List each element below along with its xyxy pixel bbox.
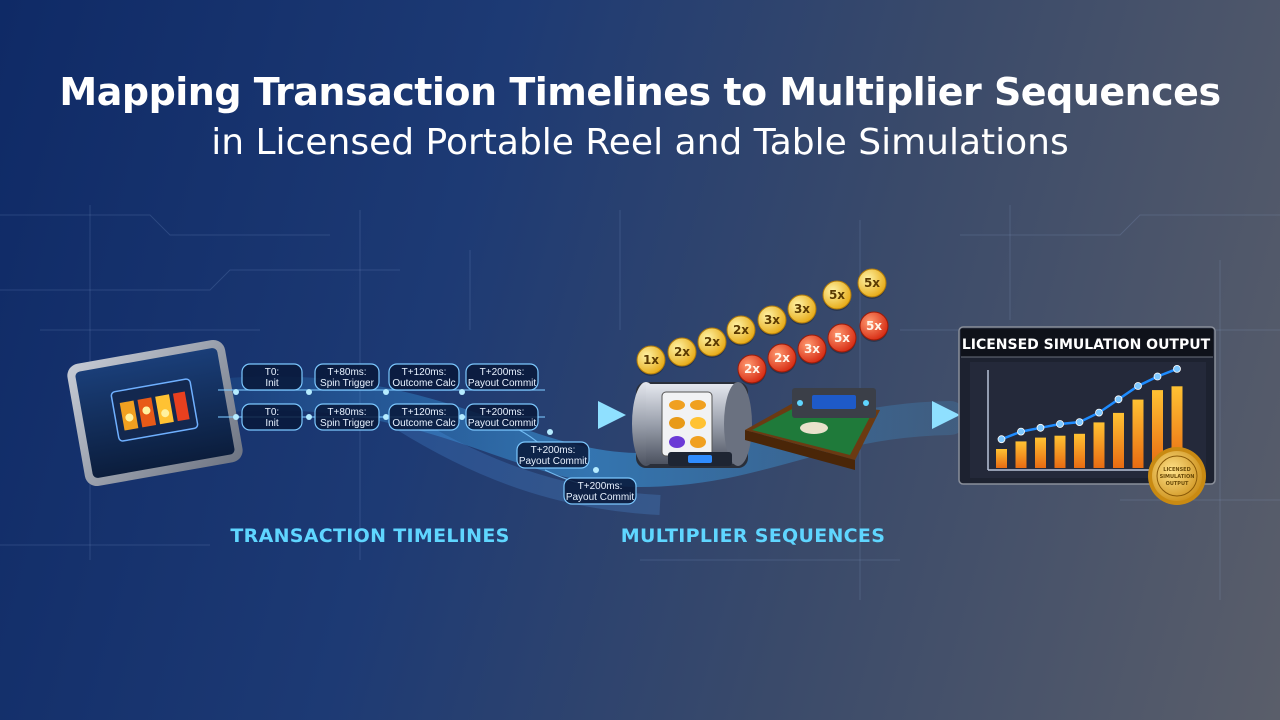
title-line-2: in Licensed Portable Reel and Table Simu… <box>211 122 1069 163</box>
timeline-pill-row2-2-event: Outcome Calc <box>392 418 455 429</box>
output-chart <box>996 364 1183 468</box>
output-bar-6 <box>1113 412 1124 468</box>
multiplier-coin-red-0: 2x <box>737 354 767 385</box>
timeline-pill-row1-1-time: T+80ms: <box>327 367 366 378</box>
output-trend-point-3 <box>1056 420 1064 428</box>
arrow-to-multipliers <box>540 401 626 429</box>
multiplier-coin-gold-2-label: 2x <box>704 335 720 349</box>
output-trend-point-1 <box>1017 427 1025 436</box>
multiplier-coin-red-4-label: 5x <box>866 319 882 333</box>
multiplier-coin-red-1-label: 2x <box>774 351 790 365</box>
timeline-pill-branch-1: T+200ms:Payout Commit <box>563 477 637 505</box>
multiplier-coin-gold-3-label: 2x <box>733 323 749 337</box>
timeline-nodes <box>233 389 599 473</box>
timeline-pill-branch-0-time: T+200ms: <box>531 445 576 456</box>
timeline-pill-row1-2-event: Outcome Calc <box>392 378 455 389</box>
timeline-pill-row2-1-time: T+80ms: <box>327 407 366 418</box>
transaction-timelines-label: TRANSACTION TIMELINES <box>230 525 509 547</box>
card-table <box>745 388 880 470</box>
output-bar-9 <box>1171 386 1183 468</box>
seal-text-1: LICENSED <box>1163 467 1190 473</box>
multiplier-coin-gold-6-label: 5x <box>829 288 845 302</box>
multiplier-coin-gold-6: 5x <box>822 280 852 311</box>
slot-reel <box>632 382 752 468</box>
multiplier-coin-red-3-label: 5x <box>834 331 850 345</box>
multiplier-coin-red-3: 5x <box>827 323 857 354</box>
arrow-to-output <box>875 401 960 429</box>
multiplier-coin-gold-5-label: 3x <box>794 302 810 316</box>
output-trend-point-5 <box>1095 408 1103 417</box>
timeline-pill-row2-2-time: T+120ms: <box>402 407 447 418</box>
output-bar-0 <box>996 449 1007 468</box>
timeline-pill-row1-3: T+200ms:Payout Commit <box>465 363 539 391</box>
timeline-pill-row1-2-time: T+120ms: <box>402 367 447 378</box>
multiplier-coin-red-2: 3x <box>797 334 827 365</box>
timeline-pill-row1-0-time: T0: <box>265 367 279 378</box>
output-trend-point-9 <box>1173 364 1181 373</box>
timeline-pill-row2-0-event: Init <box>265 418 279 429</box>
multiplier-coin-red-0-label: 2x <box>744 362 760 376</box>
output-bar-5 <box>1093 422 1105 468</box>
timeline-pill-row1-3-time: T+200ms: <box>480 367 525 378</box>
timeline-pill-row2-1: T+80ms:Spin Trigger <box>314 403 380 431</box>
timeline-pill-branch-1-time: T+200ms: <box>578 481 623 492</box>
timeline-pill-branch-0-event: Payout Commit <box>519 456 588 467</box>
output-bar-2 <box>1035 437 1046 468</box>
output-trend-point-2 <box>1036 423 1045 432</box>
output-panel-title: LICENSED SIMULATION OUTPUT <box>962 337 1211 353</box>
title-line-1: Mapping Transaction Timelines to Multipl… <box>59 70 1221 114</box>
output-bar-1 <box>1015 441 1027 468</box>
timeline-pill-row1-1: T+80ms:Spin Trigger <box>314 363 380 391</box>
timeline-pill-row1-1-event: Spin Trigger <box>320 378 375 389</box>
multiplier-coin-gold-2: 2x <box>697 327 727 358</box>
multiplier-coins: 1x 2x 2x 2x 3x 3x 5x 5x 2x 2x 3x 5x 5x <box>636 268 889 385</box>
timeline-pill-row2-0-time: T0: <box>265 407 279 418</box>
timeline-pill-row1-0-event: Init <box>265 378 279 389</box>
timeline-pill-row2-2: T+120ms:Outcome Calc <box>388 403 460 431</box>
timeline-pill-row1-2: T+120ms:Outcome Calc <box>388 363 460 391</box>
background-grid <box>0 205 1280 600</box>
certification-seal: LICENSED SIMULATION OUTPUT <box>1148 447 1206 505</box>
timeline-pill-row2-3-event: Payout Commit <box>468 418 537 429</box>
output-bar-7 <box>1132 399 1144 468</box>
multiplier-coin-gold-0: 1x <box>636 345 666 376</box>
output-bar-3 <box>1054 435 1066 468</box>
timeline-pill-row2-1-event: Spin Trigger <box>320 418 375 429</box>
tablet-device <box>67 339 243 487</box>
seal-text-2: SIMULATION <box>1160 474 1195 480</box>
multiplier-coin-gold-7: 5x <box>857 268 887 299</box>
timeline-pill-row2-3-time: T+200ms: <box>480 407 525 418</box>
seal-text-3: OUTPUT <box>1166 481 1189 487</box>
output-bar-4 <box>1074 433 1085 468</box>
output-trend-point-0 <box>997 435 1006 444</box>
multiplier-coin-red-1: 2x <box>767 343 797 374</box>
multiplier-coin-gold-3: 2x <box>726 315 756 346</box>
multiplier-coin-gold-4: 3x <box>757 305 787 336</box>
multiplier-coin-gold-4-label: 3x <box>764 313 780 327</box>
output-trend-point-6 <box>1114 395 1123 404</box>
multiplier-sequences-label: MULTIPLIER SEQUENCES <box>621 525 885 547</box>
multiplier-coin-gold-7-label: 5x <box>864 276 880 290</box>
timeline-pill-branch-0: T+200ms:Payout Commit <box>516 441 590 469</box>
timeline-pill-row1-0: T0:Init <box>241 363 303 391</box>
output-trend-line <box>1001 367 1178 441</box>
output-trend-point-7 <box>1134 382 1142 390</box>
multiplier-coin-gold-5: 3x <box>787 294 817 325</box>
output-trend-point-4 <box>1075 418 1084 427</box>
output-trend-point-8 <box>1153 372 1162 381</box>
multiplier-coin-gold-0-label: 1x <box>643 353 659 367</box>
multiplier-coin-gold-1: 2x <box>667 337 697 368</box>
multiplier-coin-red-2-label: 3x <box>804 342 820 356</box>
timeline-pill-row2-3: T+200ms:Payout Commit <box>465 403 539 431</box>
timeline-pill-row1-3-event: Payout Commit <box>468 378 537 389</box>
timeline-pill-row2-0: T0:Init <box>241 403 303 431</box>
timeline-pill-branch-1-event: Payout Commit <box>566 492 635 503</box>
multiplier-coin-gold-1-label: 2x <box>674 345 690 359</box>
output-bar-8 <box>1152 390 1163 468</box>
multiplier-coin-red-4: 5x <box>859 311 889 342</box>
